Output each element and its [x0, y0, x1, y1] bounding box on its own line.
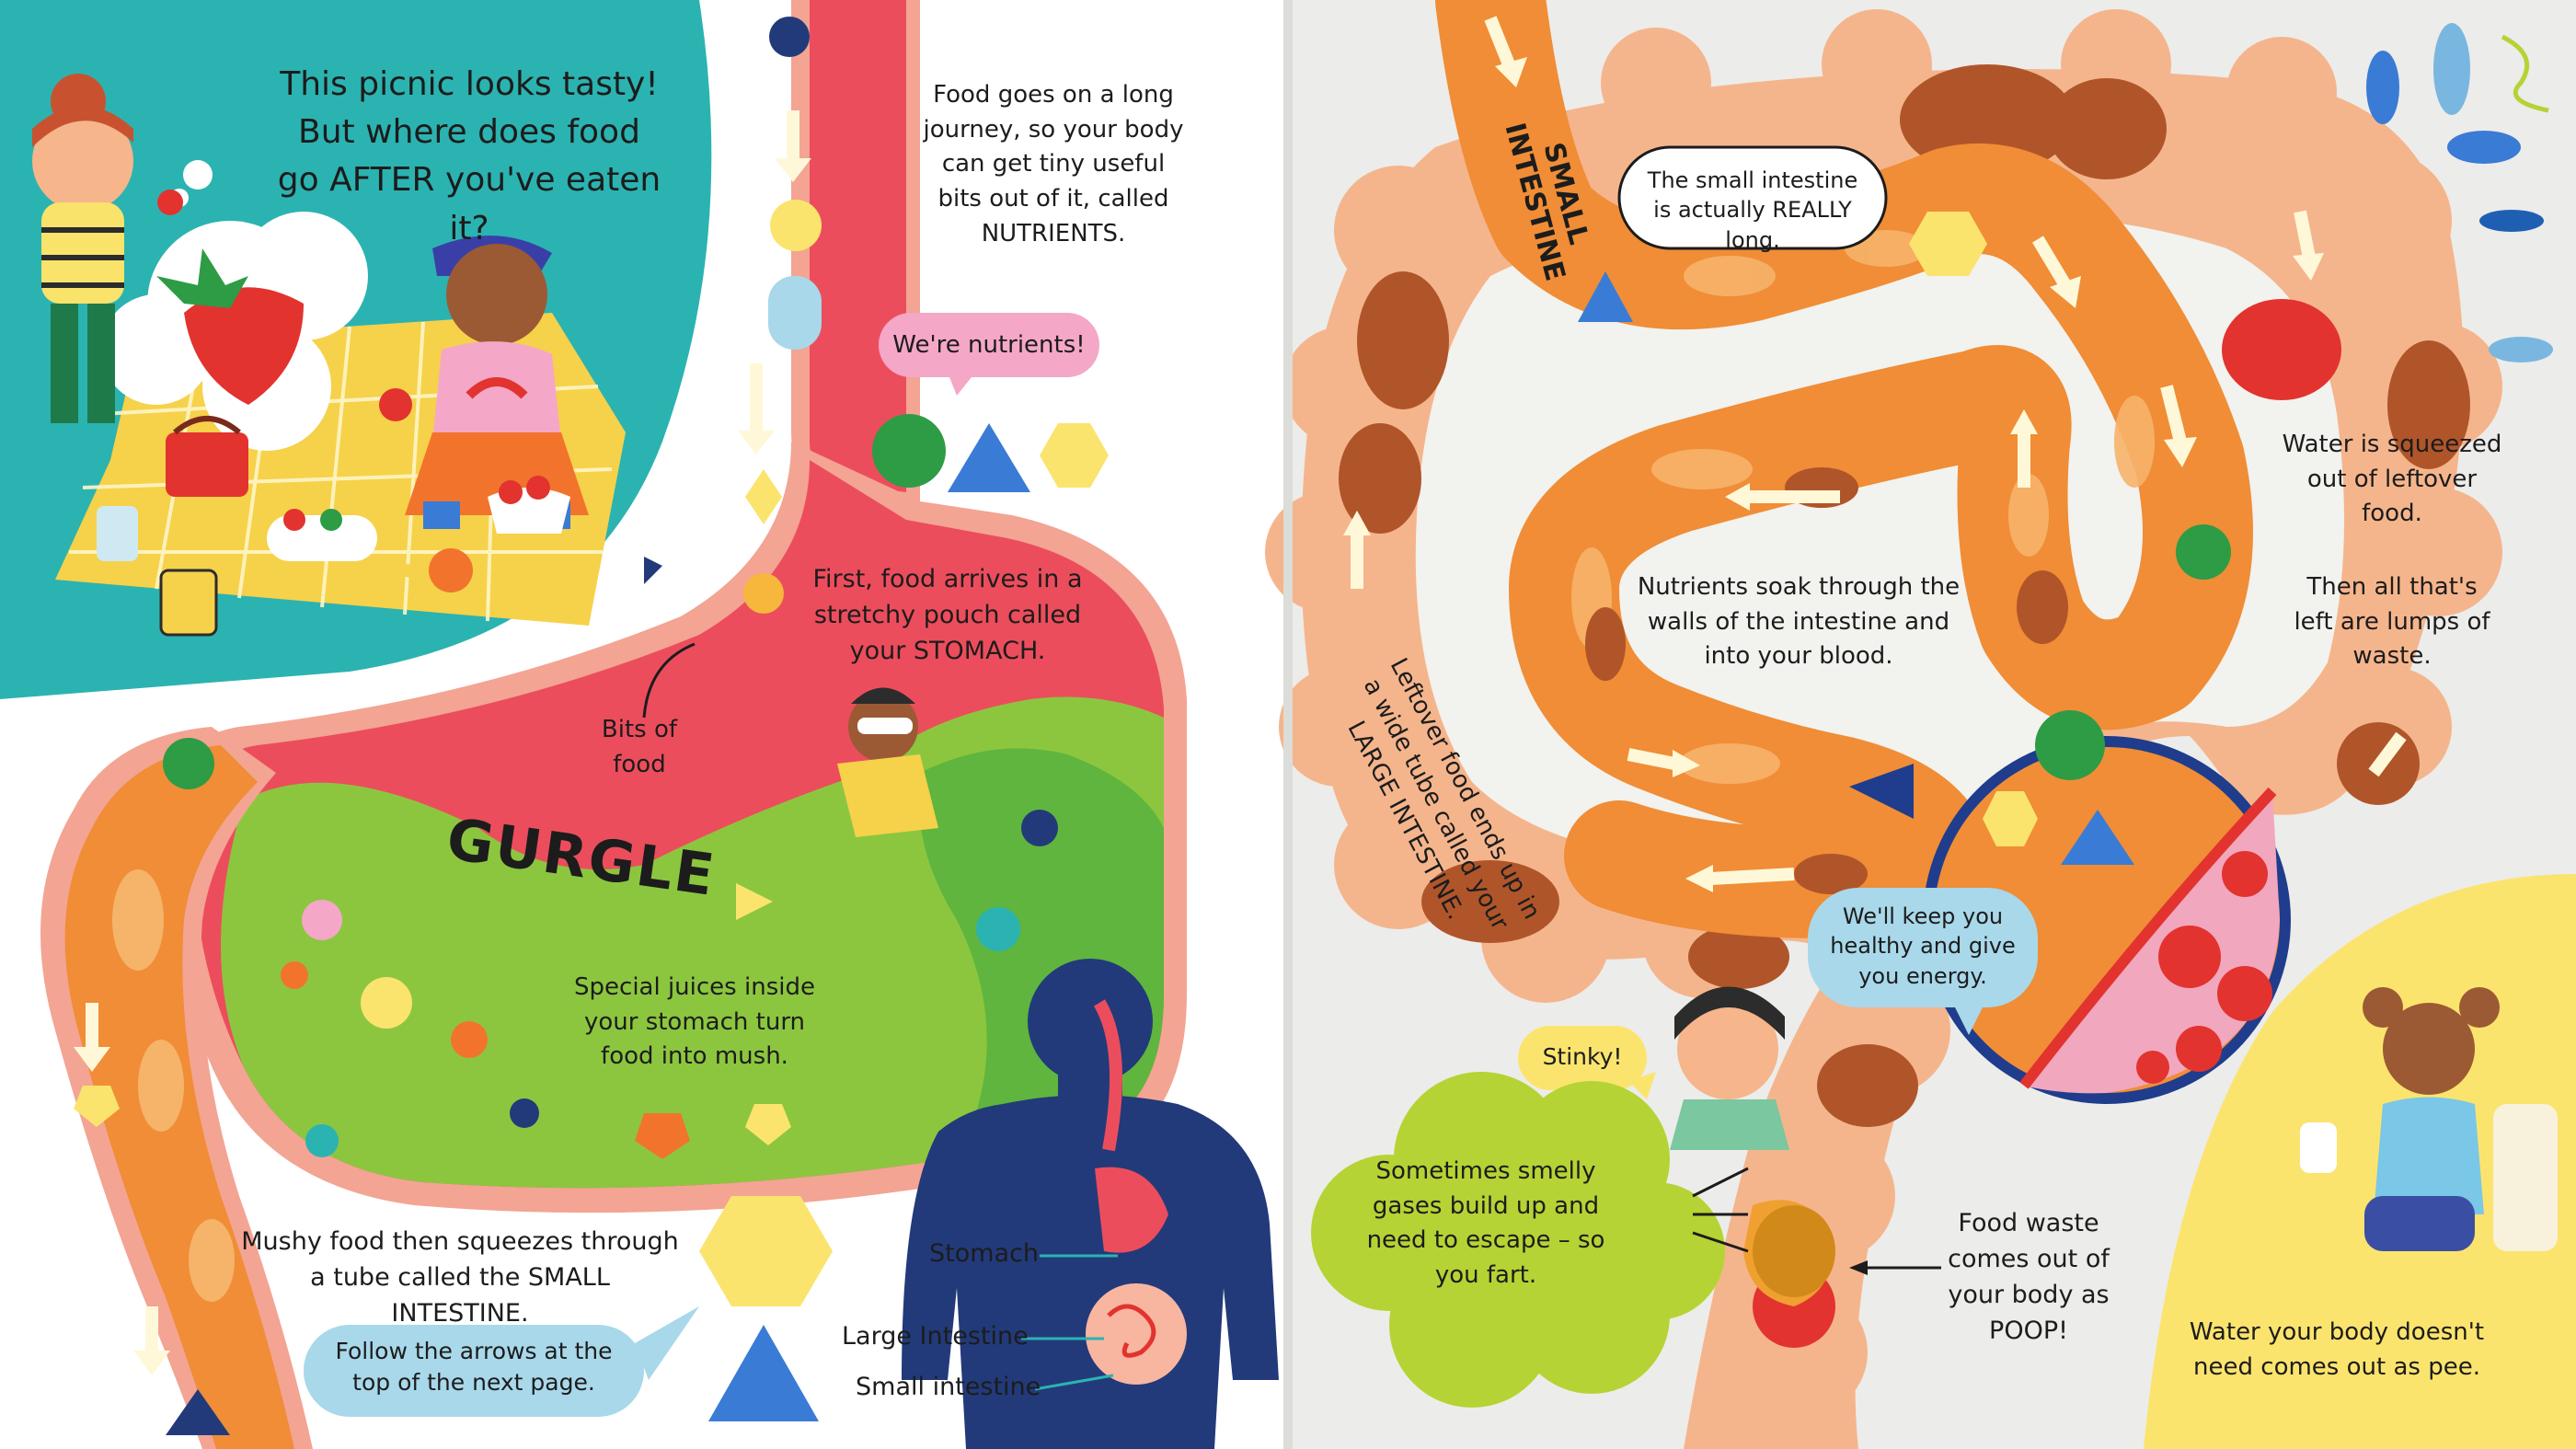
lumps-of-waste-text: Then all that's left are lumps of waste. [2294, 573, 2490, 671]
water-drops [2366, 23, 2553, 362]
stomach-text: First, food arrives in a stretchy pouch … [812, 565, 1083, 666]
journey-text: Food goes on a long journey, so your bod… [923, 81, 1184, 247]
intro-text: This picnic looks tasty! But where does … [277, 65, 661, 247]
body-silhouette [902, 959, 1279, 1449]
toilet-character [2300, 987, 2558, 1251]
really-long-bubble: The small intestine is actually REALLY l… [1647, 167, 1858, 253]
water-squeezed-text: Water is squeezed out of leftover food. [2282, 431, 2502, 528]
small-intestine-arrows [86, 1003, 158, 1352]
swimming-character [837, 687, 938, 837]
juices-text: Special juices inside your stomach turn … [574, 973, 815, 1071]
label-large-intestine: Large Intestine [842, 1322, 1029, 1351]
keep-healthy-bubble: We'll keep you healthy and give you ener… [1830, 903, 2016, 989]
nutrients-soak-text: Nutrients soak through the walls of the … [1637, 573, 1961, 671]
girl-character [32, 74, 183, 423]
small-intestine-arrows-right [1351, 16, 2407, 885]
label-small-intestine: Small intestine [856, 1373, 1041, 1401]
esophagus-food [738, 17, 822, 524]
stinky-girl-character [1670, 986, 1789, 1150]
food-bits [281, 557, 1058, 1159]
bits-of-food-label: Bits of food [601, 716, 678, 778]
stinky-bubble: Stinky! [1542, 1043, 1623, 1070]
gas-cloud [1311, 1072, 1725, 1408]
magnified-view [1849, 710, 2291, 1104]
small-intestine-text: Mushy food then squeezes through a tube … [241, 1227, 679, 1328]
food-waste-text: Food waste comes out of your body as POO… [1948, 1209, 2110, 1346]
follow-arrows-bubble: Follow the arrows at the top of the next… [335, 1338, 613, 1396]
nutrients-speech: We're nutrients! [892, 331, 1086, 359]
picnic-food [97, 388, 570, 637]
boy-character [405, 236, 589, 529]
smelly-gases-text: Sometimes smelly gases build up and need… [1366, 1157, 1605, 1290]
pee-text: Water your body doesn't need comes out a… [2189, 1318, 2485, 1381]
label-stomach: Stomach [929, 1239, 1040, 1268]
